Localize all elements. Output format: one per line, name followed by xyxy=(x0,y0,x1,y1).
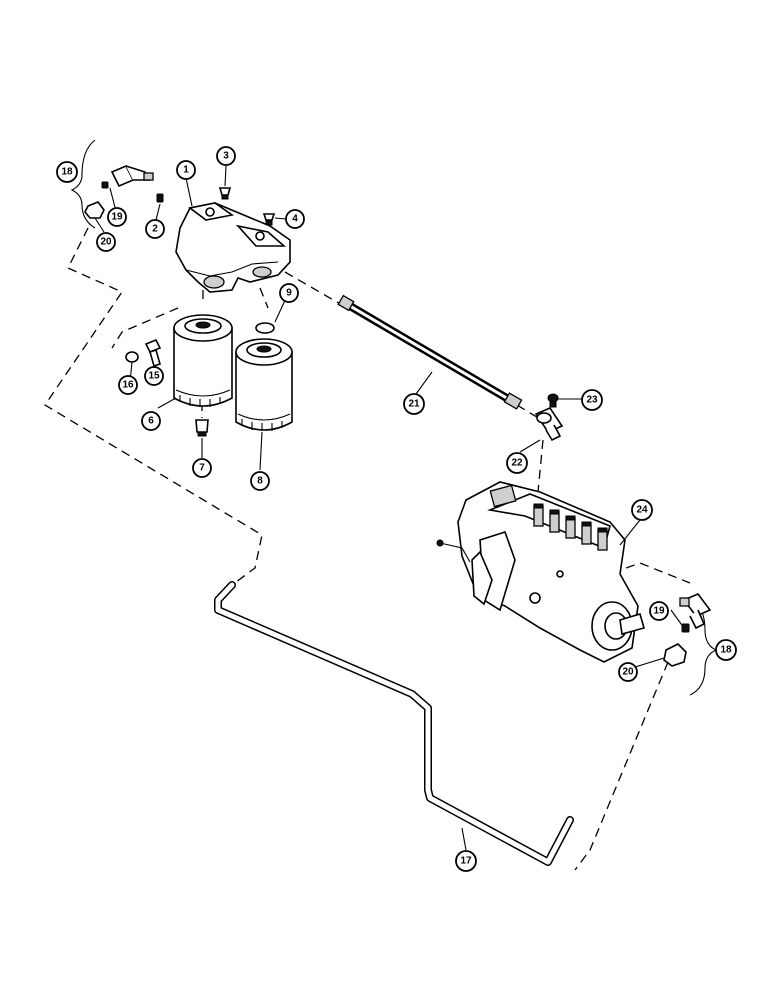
fuel-filter-6 xyxy=(173,314,233,407)
callout-20-left: 20 xyxy=(96,232,116,252)
callout-1: 1 xyxy=(176,160,196,180)
screw-3 xyxy=(218,187,232,200)
fuel-return-route xyxy=(44,227,263,586)
washer-19-right xyxy=(681,623,690,633)
washer-19-left xyxy=(101,181,109,189)
callout-7: 7 xyxy=(192,458,212,478)
bolt-route xyxy=(111,307,179,349)
svg-text:3: 3 xyxy=(223,151,229,162)
callout-23: 23 xyxy=(581,389,603,411)
seal-ring-9 xyxy=(255,322,275,334)
callout-6: 6 xyxy=(141,411,161,431)
svg-text:18: 18 xyxy=(720,645,732,656)
svg-text:8: 8 xyxy=(257,476,263,487)
svg-text:7: 7 xyxy=(199,463,205,474)
svg-text:6: 6 xyxy=(148,416,154,427)
return-line-17 xyxy=(214,581,574,866)
pump-to-fitting-route xyxy=(611,562,691,584)
callout-17: 17 xyxy=(455,850,477,872)
filter-head-to-seal-route xyxy=(259,287,269,309)
callouts: 18 19 20 2 1 3 4 9 16 15 6 7 8 21 23 22 … xyxy=(56,146,737,872)
callout-22: 22 xyxy=(506,452,528,474)
fuel-tube-21 xyxy=(337,294,523,410)
banjo-fitting-22 xyxy=(534,407,564,442)
callout-leader-lines xyxy=(94,165,685,851)
svg-text:15: 15 xyxy=(148,371,160,382)
tube-to-elbow-route xyxy=(516,404,546,423)
callout-19-right: 19 xyxy=(649,601,669,621)
svg-text:17: 17 xyxy=(460,856,472,867)
svg-text:23: 23 xyxy=(586,395,598,406)
svg-text:9: 9 xyxy=(286,288,292,299)
callout-24: 24 xyxy=(631,499,653,521)
pump-return-route xyxy=(574,661,669,871)
washer-16 xyxy=(125,351,139,363)
callout-16: 16 xyxy=(118,375,138,395)
svg-text:19: 19 xyxy=(111,212,123,223)
callout-2: 2 xyxy=(145,219,165,239)
bolt-23 xyxy=(547,393,559,408)
bracket-18-left xyxy=(70,139,96,229)
fitting-group-18-right xyxy=(663,593,718,696)
elbow-fitting-left xyxy=(110,164,154,188)
svg-text:2: 2 xyxy=(152,224,158,235)
nut-20-left xyxy=(84,201,105,219)
callout-18-left: 18 xyxy=(56,161,78,183)
elbow-to-pump-route xyxy=(537,439,544,493)
callout-8: 8 xyxy=(250,471,270,491)
svg-text:19: 19 xyxy=(653,606,665,617)
svg-text:18: 18 xyxy=(61,167,73,178)
svg-text:20: 20 xyxy=(622,667,634,678)
svg-text:4: 4 xyxy=(292,214,298,225)
filter-head xyxy=(175,202,291,293)
svg-text:1: 1 xyxy=(183,165,189,176)
callout-15: 15 xyxy=(144,366,164,386)
callout-21: 21 xyxy=(403,393,425,415)
head-to-tube-route xyxy=(284,271,343,306)
drain-plug-7 xyxy=(195,419,209,437)
fuel-filter-8 xyxy=(235,338,293,431)
bolt-15 xyxy=(144,338,162,368)
callout-18-right: 18 xyxy=(715,639,737,661)
svg-text:21: 21 xyxy=(408,399,420,410)
callout-4: 4 xyxy=(285,209,305,229)
callout-19-left: 19 xyxy=(107,207,127,227)
dashed-routing-lines xyxy=(44,227,691,871)
fitting-group-18-left xyxy=(70,139,154,229)
callout-3: 3 xyxy=(216,146,236,166)
nut-20-right xyxy=(663,643,687,667)
svg-text:16: 16 xyxy=(122,380,134,391)
svg-text:24: 24 xyxy=(636,505,648,516)
callout-9: 9 xyxy=(279,283,299,303)
plug-2 xyxy=(156,193,164,203)
svg-text:22: 22 xyxy=(511,458,523,469)
injection-pump-24 xyxy=(436,481,645,663)
svg-text:20: 20 xyxy=(100,237,112,248)
elbow-fitting-right xyxy=(679,593,712,630)
injection-outlets xyxy=(533,503,608,551)
callout-20-right: 20 xyxy=(618,662,638,682)
